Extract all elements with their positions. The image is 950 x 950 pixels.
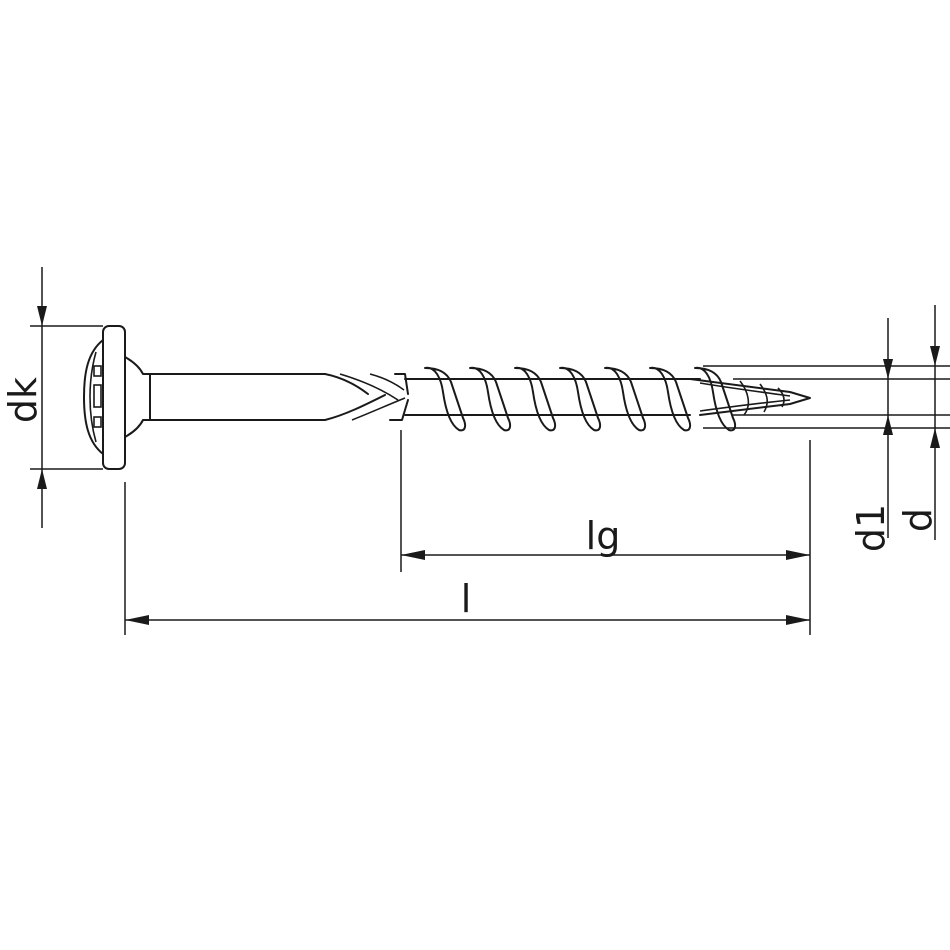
head-marking	[93, 365, 102, 428]
screw-head	[83, 325, 151, 470]
thread-crest	[649, 366, 692, 432]
dimension-l: l	[124, 482, 810, 635]
screw-shank	[149, 373, 409, 421]
label-dk: dk	[1, 377, 45, 423]
dimension-dk: dk	[1, 267, 103, 528]
dimension-d: d	[896, 305, 940, 540]
thread-crest	[424, 366, 467, 432]
label-l: l	[461, 577, 472, 621]
thread-crest	[694, 366, 737, 432]
label-d1: d1	[849, 504, 893, 552]
label-lg: lg	[586, 514, 621, 558]
thread-crest	[604, 366, 647, 432]
thread-crest	[559, 366, 602, 432]
thread-crest	[514, 366, 557, 432]
dimension-lg: lg	[400, 430, 811, 635]
label-d: d	[896, 508, 940, 532]
dimension-d1: d1	[703, 318, 950, 552]
screw-thread	[404, 366, 811, 432]
thread-crest	[469, 366, 512, 432]
